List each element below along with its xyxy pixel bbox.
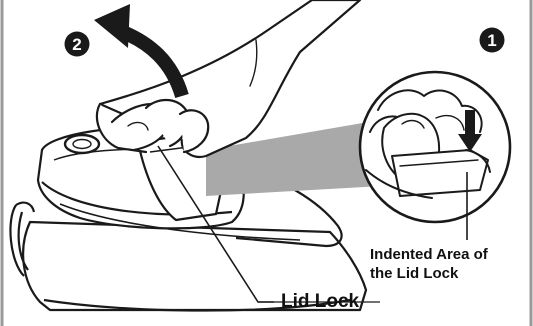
lid-lock-label: Lid Lock xyxy=(281,291,359,313)
indented-area-label-line1: Indented Area of xyxy=(370,245,488,264)
step-1-marker: 1 xyxy=(480,28,505,53)
step-2-number: 2 xyxy=(72,35,81,54)
step-2-marker: 2 xyxy=(65,32,90,57)
step-1-number: 1 xyxy=(487,31,496,50)
indented-area-label-line2: the Lid Lock xyxy=(370,264,488,283)
indented-area-label: Indented Area of the Lid Lock xyxy=(370,245,488,283)
magnifier-detail xyxy=(360,72,510,222)
